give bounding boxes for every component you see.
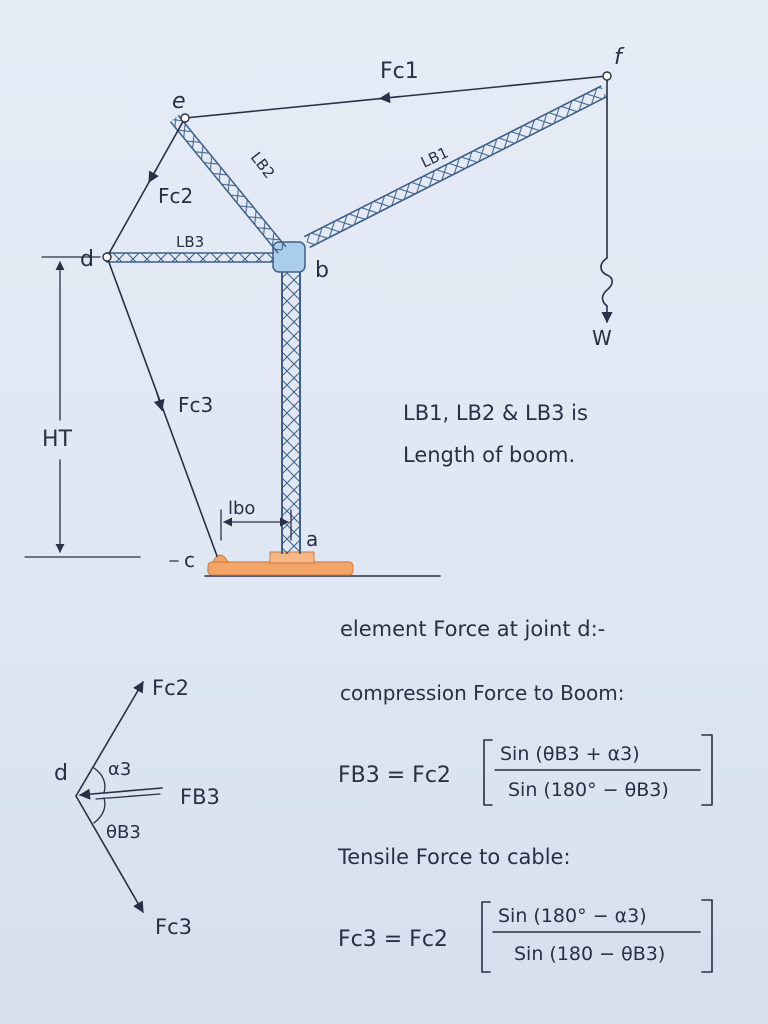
fc3-numerator: Sin (180° − α3) bbox=[498, 905, 647, 927]
hook bbox=[600, 257, 614, 307]
node-e bbox=[180, 113, 190, 123]
label-node-c: c bbox=[184, 548, 195, 572]
fbd-label-d: d bbox=[54, 761, 68, 786]
note-line-1: LB1, LB2 & LB3 is bbox=[403, 401, 588, 425]
label-fc3: Fc3 bbox=[178, 393, 213, 417]
cable-fc2-arrow bbox=[148, 167, 159, 183]
fb3-bracket-left bbox=[483, 739, 493, 806]
fc3-denominator: Sin (180 − θB3) bbox=[514, 943, 665, 965]
label-node-a: a bbox=[306, 527, 318, 551]
boom-lb2 bbox=[169, 114, 287, 254]
label-node-b: b bbox=[315, 258, 329, 283]
fb3-lhs: FB3 = Fc2 bbox=[338, 763, 451, 788]
node-f bbox=[602, 71, 612, 81]
fbd-fc3-vector bbox=[75, 795, 144, 913]
fbd-fb3-vector bbox=[78, 787, 163, 800]
node-d bbox=[102, 252, 112, 262]
label-node-e: e bbox=[172, 89, 186, 114]
tensile-label: Tensile Force to cable: bbox=[337, 845, 571, 869]
fbd-fc2-vector bbox=[75, 681, 144, 797]
cable-fc2 bbox=[106, 117, 186, 258]
fbd-label-fb3: FB3 bbox=[180, 785, 220, 809]
crane-base bbox=[207, 561, 354, 576]
label-lbo: lbo bbox=[228, 498, 255, 519]
fbd-label-theta: θB3 bbox=[106, 822, 141, 843]
boom-lb3 bbox=[106, 252, 274, 263]
anchor-c bbox=[212, 554, 229, 563]
label-lb2: LB2 bbox=[247, 149, 279, 182]
label-fc1: Fc1 bbox=[380, 59, 419, 84]
fb3-numerator: Sin (θB3 + α3) bbox=[500, 743, 640, 765]
label-lb3: LB3 bbox=[176, 233, 204, 251]
label-w: W bbox=[592, 326, 612, 350]
label-ht: HT bbox=[42, 427, 73, 452]
fb3-denominator: Sin (180° − θB3) bbox=[508, 779, 669, 801]
fbd-label-fc2: Fc2 bbox=[152, 676, 189, 700]
label-node-f: f bbox=[614, 45, 625, 70]
label-node-d: d bbox=[80, 247, 94, 272]
boom-lb1 bbox=[303, 85, 608, 249]
crane-mast bbox=[281, 272, 301, 554]
cable-fc1-arrow bbox=[378, 92, 401, 104]
label-fc2: Fc2 bbox=[158, 184, 193, 208]
fbd-label-alpha: α3 bbox=[108, 759, 131, 780]
fbd-theta-arc bbox=[93, 797, 106, 824]
cable-fc3-arrow bbox=[153, 392, 165, 412]
compression-label: compression Force to Boom: bbox=[340, 681, 624, 705]
note-line-2: Length of boom. bbox=[403, 443, 575, 467]
fb3-bracket-right bbox=[701, 734, 713, 806]
fc3-lhs: Fc3 = Fc2 bbox=[338, 927, 448, 952]
equation-heading: element Force at joint d:- bbox=[340, 617, 605, 641]
fbd-label-fc3: Fc3 bbox=[155, 915, 192, 939]
fc3-bracket-right bbox=[701, 899, 713, 973]
fbd-alpha-arc bbox=[93, 767, 106, 794]
fc3-bracket-left bbox=[481, 901, 491, 973]
fbd-fb3-parallel bbox=[95, 793, 161, 800]
